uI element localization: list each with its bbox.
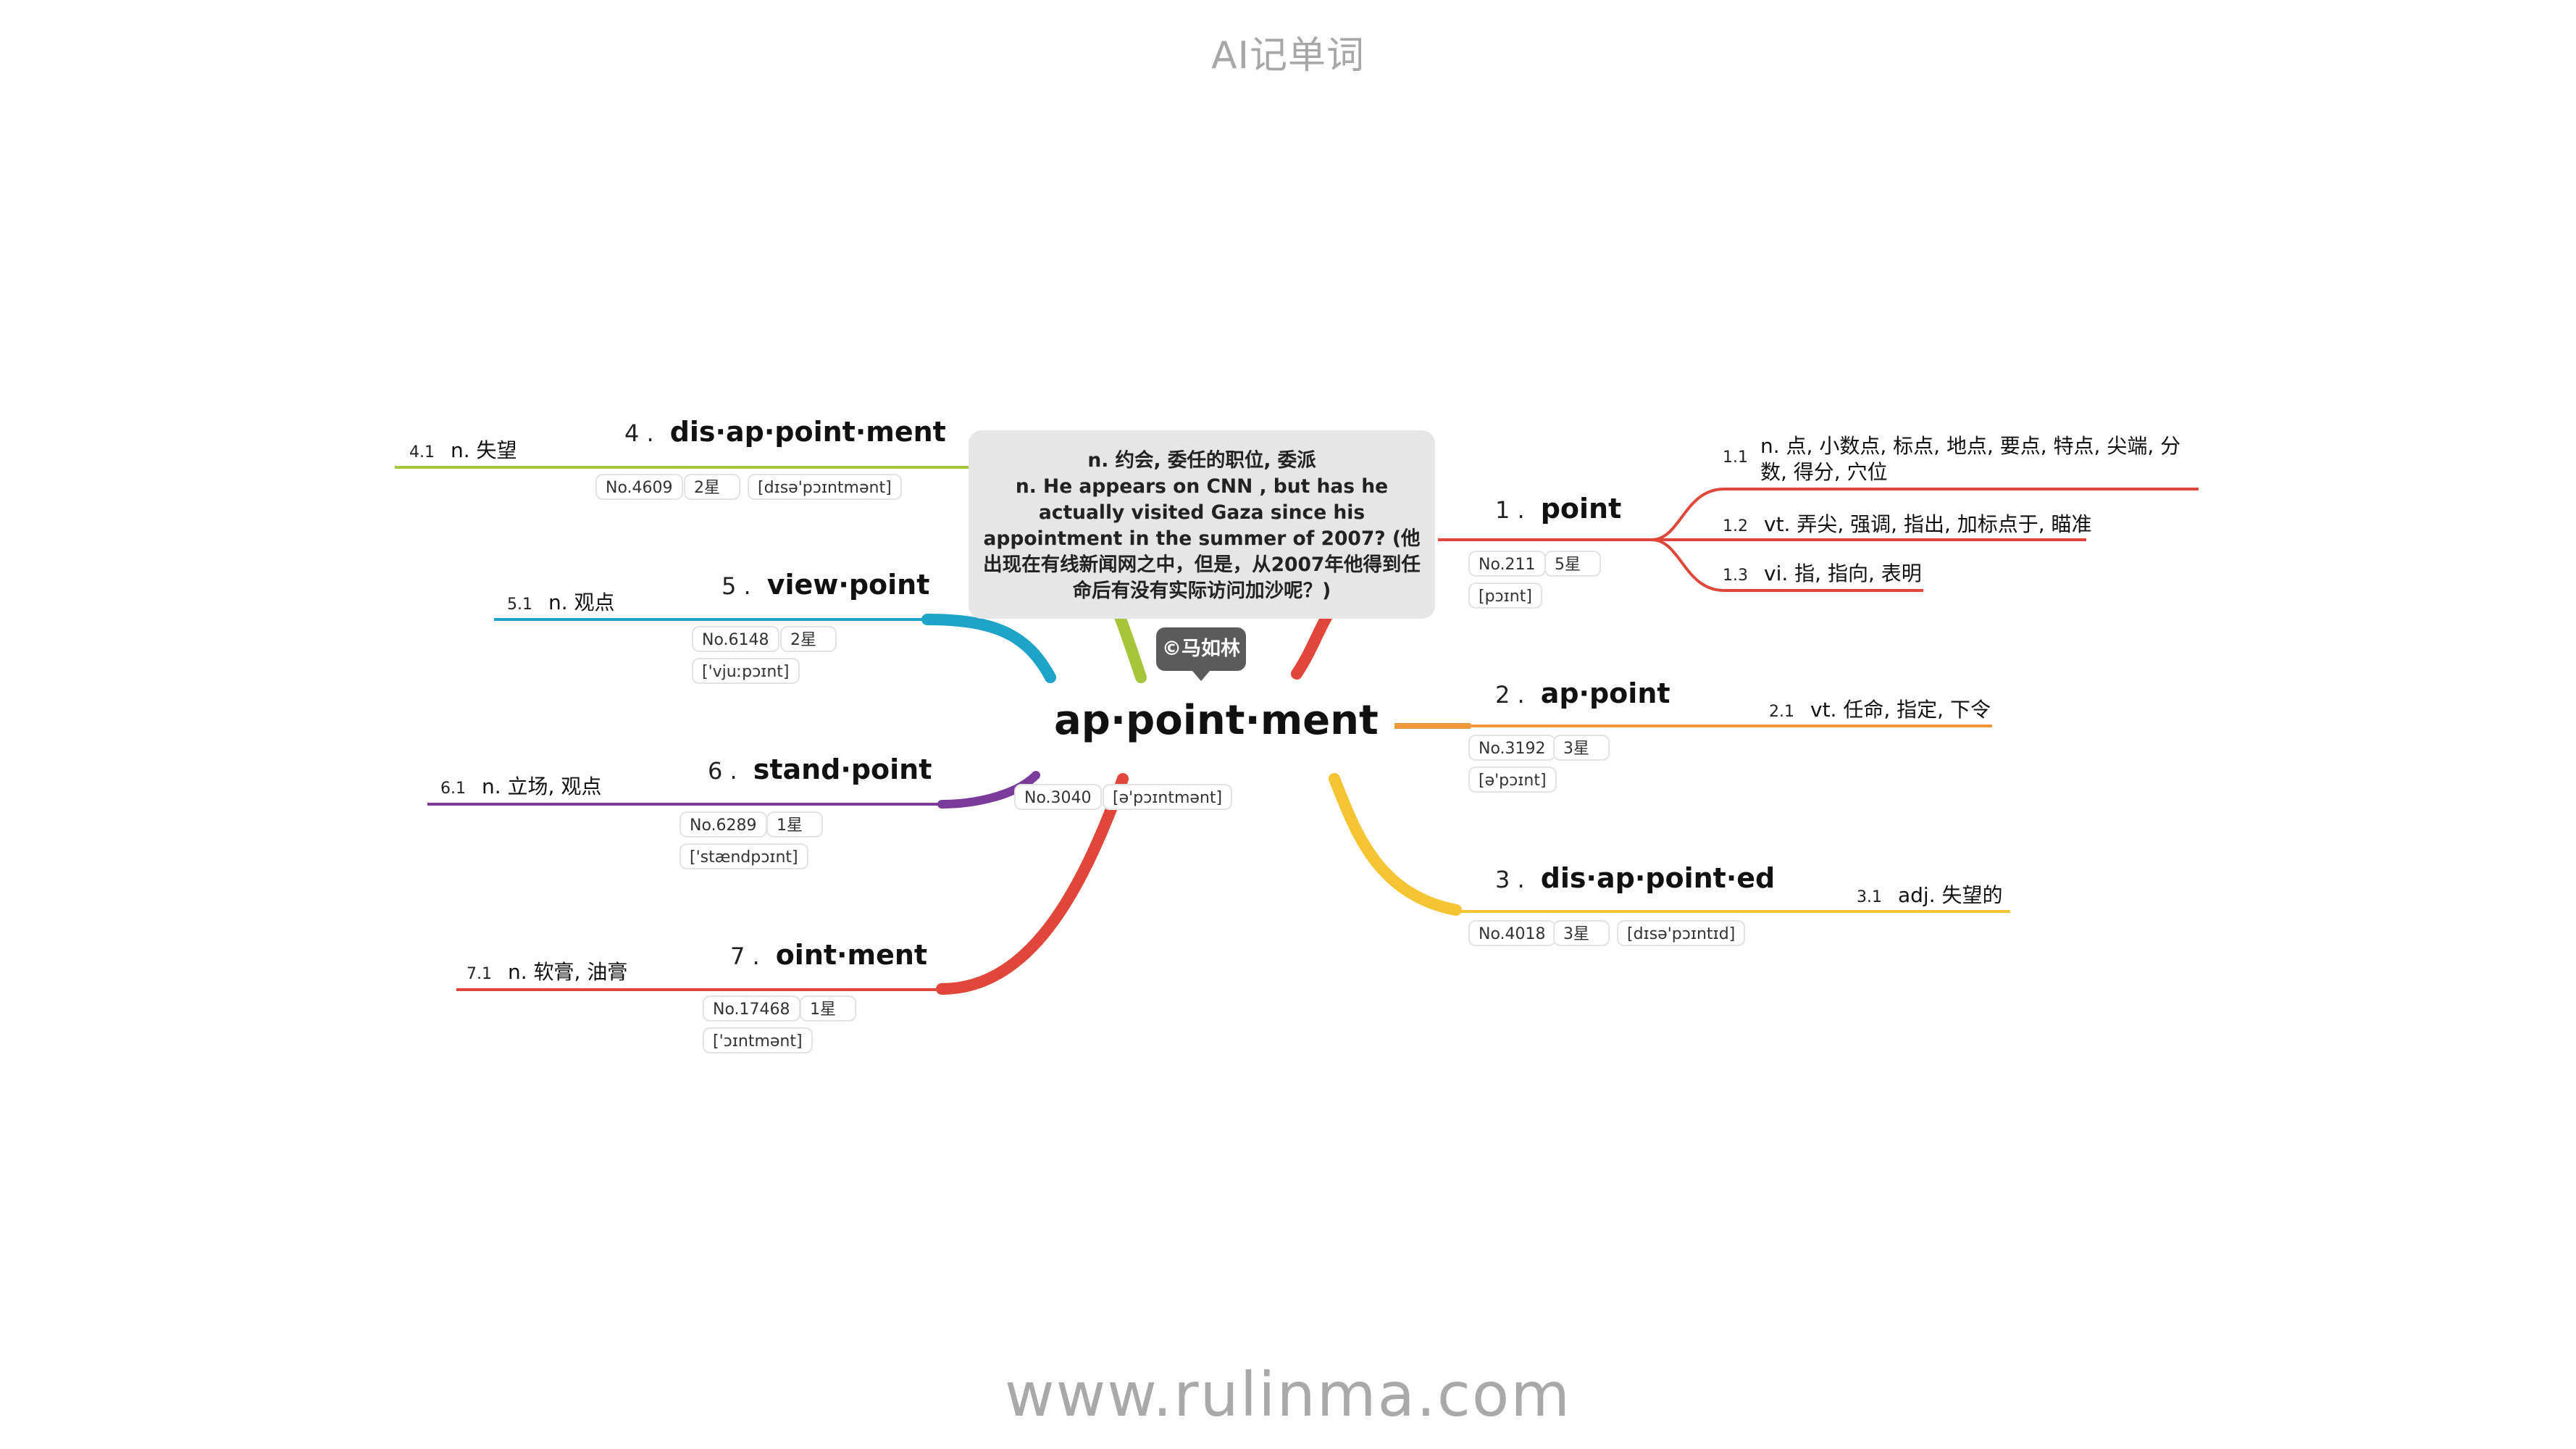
root-note-callout: n. 约会, 委任的职位, 委派 n. He appears on CNN , …: [969, 430, 1435, 619]
page-title: AI记单词: [1211, 34, 1365, 78]
ointment-stars-tag: 1星: [800, 995, 856, 1022]
connector-root-to-point: [1291, 606, 1335, 680]
sense-2-1: 2.1 vt. 任命, 指定, 下令: [1769, 694, 1991, 723]
connector-point-to-1-1: [1651, 488, 2199, 541]
branch-word: point: [1540, 493, 1622, 525]
branch-index: 5 .: [722, 572, 751, 600]
sense-text: n. 观点: [548, 590, 615, 614]
sense-number: 1.3: [1723, 567, 1748, 585]
viewpoint-phonetic-tag: ['vjuːpɔɪnt]: [692, 658, 800, 684]
branch-word: oint·ment: [775, 939, 928, 971]
sense-1-1: 1.1 n. 点, 小数点, 标点, 地点, 要点, 特点, 尖端, 分数, 得…: [1723, 433, 2201, 485]
branch-index: 6 .: [708, 757, 737, 785]
sense-text: n. 失望: [451, 438, 517, 462]
sense-7-1: 7.1 n. 软膏, 油膏: [467, 956, 627, 985]
branch-index: 7 .: [730, 943, 760, 970]
connector-root-to-standpoint: [937, 771, 1040, 809]
connector-root-to-ointment: [936, 773, 1129, 995]
branch-index: 3 .: [1495, 866, 1525, 893]
sense-number: 5.1: [507, 596, 532, 614]
branch-word: view·point: [766, 569, 930, 601]
root-number-tag: No.3040: [1014, 784, 1102, 810]
sense-number: 7.1: [467, 965, 492, 983]
standpoint-phonetic-tag: ['stændpɔɪnt]: [679, 843, 808, 869]
branch-index: 4 .: [624, 419, 654, 447]
sense-number: 1.2: [1723, 517, 1748, 535]
branch-word: ap·point: [1540, 677, 1670, 709]
point-phonetic-tag: [pɔɪnt]: [1468, 582, 1542, 609]
sense-number: 2.1: [1769, 703, 1794, 721]
author-badge: ©马如林: [1156, 627, 1246, 681]
sense-text: n. 软膏, 油膏: [508, 960, 628, 984]
root-note-meaning: n. 约会, 委任的职位, 委派: [1087, 449, 1316, 472]
sense-number: 6.1: [440, 780, 466, 798]
sense-number: 4.1: [409, 443, 435, 462]
point-number-tag: No.211: [1468, 551, 1546, 577]
branch-word: stand·point: [753, 753, 932, 785]
viewpoint-number-tag: No.6148: [692, 626, 779, 652]
standpoint-number-tag: No.6289: [679, 811, 767, 838]
sense-1-3: 1.3 vi. 指, 指向, 表明: [1723, 558, 1922, 587]
appoint-phonetic-tag: [ə'pɔɪnt]: [1468, 767, 1557, 793]
standpoint-stars-tag: 1星: [766, 811, 823, 838]
sense-1-2: 1.2 vt. 弄尖, 强调, 指出, 加标点于, 瞄准: [1723, 509, 2092, 538]
sense-6-1: 6.1 n. 立场, 观点: [440, 771, 601, 800]
sense-text: vt. 任命, 指定, 下令: [1810, 698, 1991, 722]
point-stars-tag: 5星: [1544, 551, 1601, 577]
sense-text: n. 立场, 观点: [482, 774, 602, 798]
branch-node-disappointed[interactable]: 3 . dis·ap·point·ed: [1495, 862, 1775, 894]
sense-text: vt. 弄尖, 强调, 指出, 加标点于, 瞄准: [1764, 512, 2092, 536]
disappointed-stars-tag: 3星: [1553, 920, 1610, 946]
disappointment-stars-tag: 2星: [684, 474, 740, 500]
root-word[interactable]: ap·point·ment: [1054, 697, 1379, 744]
branch-index: 2 .: [1495, 681, 1525, 709]
branch-node-disappointment[interactable]: 4 . dis·ap·point·ment: [624, 416, 946, 448]
appoint-stars-tag: 3星: [1553, 735, 1610, 761]
branch-index: 1 .: [1495, 496, 1525, 524]
sense-text: vi. 指, 指向, 表明: [1764, 561, 1922, 585]
branch-node-standpoint[interactable]: 6 . stand·point: [708, 753, 932, 785]
branch-node-ointment[interactable]: 7 . oint·ment: [730, 939, 927, 971]
disappointed-phonetic-tag: [dɪsə'pɔɪntɪd]: [1617, 920, 1746, 946]
viewpoint-stars-tag: 2星: [780, 626, 837, 652]
disappointment-number-tag: No.4609: [595, 474, 683, 500]
site-watermark: www.rulinma.com: [1004, 1359, 1572, 1430]
branch-word: dis·ap·point·ed: [1540, 862, 1776, 894]
sense-text: adj. 失望的: [1898, 883, 2003, 907]
branch-word: dis·ap·point·ment: [669, 416, 946, 448]
sense-5-1: 5.1 n. 观点: [507, 587, 615, 616]
ointment-phonetic-tag: ['ɔɪntmənt]: [703, 1027, 813, 1053]
connector-root-to-viewpoint: [921, 614, 1056, 683]
connector-point-to-1-3: [1651, 538, 1923, 592]
branch-node-point[interactable]: 1 . point: [1495, 493, 1621, 525]
sense-number: 1.1: [1723, 448, 1748, 467]
disappointed-number-tag: No.4018: [1468, 920, 1556, 946]
sense-number: 3.1: [1857, 888, 1882, 906]
branch-node-appoint[interactable]: 2 . ap·point: [1495, 677, 1670, 709]
root-note-example: n. He appears on CNN , but has he actual…: [983, 475, 1421, 602]
branch-node-viewpoint[interactable]: 5 . view·point: [722, 569, 929, 601]
appoint-number-tag: No.3192: [1468, 735, 1556, 761]
sense-3-1: 3.1 adj. 失望的: [1857, 880, 2003, 909]
root-phonetic-tag: [ə'pɔɪntmənt]: [1103, 784, 1233, 810]
connector-root-to-disappointed: [1329, 773, 1462, 916]
sense-4-1: 4.1 n. 失望: [409, 435, 517, 464]
ointment-number-tag: No.17468: [703, 995, 800, 1022]
disappointment-phonetic-tag: [dɪsə'pɔɪntmənt]: [748, 474, 902, 500]
sense-text: n. 点, 小数点, 标点, 地点, 要点, 特点, 尖端, 分数, 得分, 穴…: [1760, 434, 2181, 484]
